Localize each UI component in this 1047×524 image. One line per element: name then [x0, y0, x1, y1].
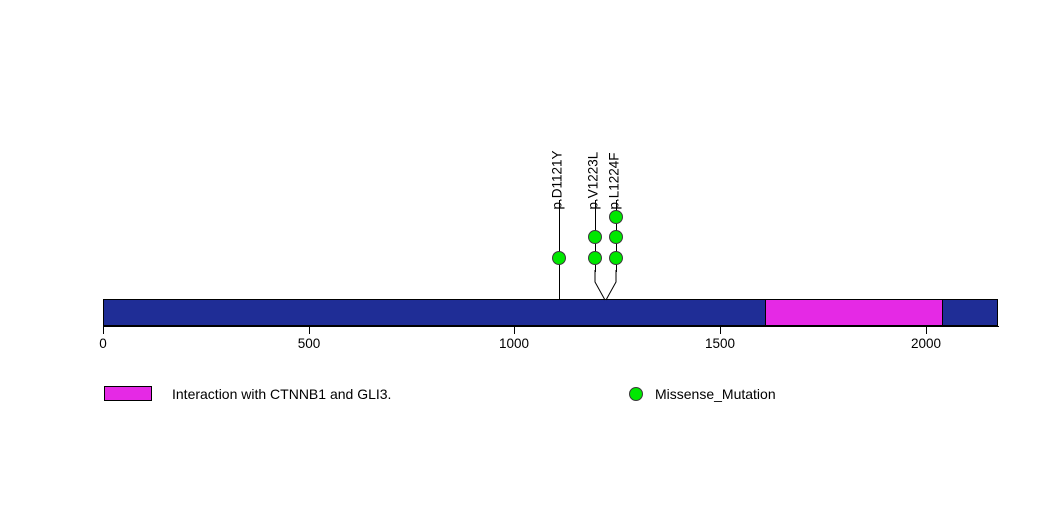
axis-tick-label-0: 0: [99, 336, 107, 351]
lollipop-connector-l1224f: [605, 270, 617, 301]
lollipop-dot-l1224f-2[interactable]: [609, 230, 623, 244]
domain-interaction-ctnnb1-gli3[interactable]: [765, 299, 943, 326]
legend-marker-missense-icon[interactable]: [629, 387, 643, 401]
axis-tick-label-500: 500: [297, 336, 321, 351]
lollipop-dot-d1121y-1[interactable]: [552, 251, 566, 265]
axis-tick-label-1000: 1000: [498, 336, 530, 351]
legend-label-missense: Missense_Mutation: [655, 386, 776, 402]
lollipop-dot-l1224f-3[interactable]: [609, 210, 623, 224]
lollipop-label-d1121y: p.D1121Y: [549, 150, 565, 210]
axis-tick-label-1500: 1500: [704, 336, 736, 351]
axis-tick-1000: [514, 326, 515, 334]
lollipop-dot-l1224f-1[interactable]: [609, 251, 623, 265]
lollipop-dot-v1223l-1[interactable]: [588, 251, 602, 265]
legend-label-domain: Interaction with CTNNB1 and GLI3.: [172, 386, 392, 402]
lollipop-connector-v1223l: [594, 270, 606, 301]
legend-swatch-domain[interactable]: [104, 386, 152, 401]
axis-tick-500: [309, 326, 310, 334]
axis-tick-2000: [926, 326, 927, 334]
axis-tick-label-2000: 2000: [910, 336, 942, 351]
axis-tick-1500: [720, 326, 721, 334]
lollipop-dot-v1223l-2[interactable]: [588, 230, 602, 244]
lollipop-label-l1224f: p.L1224F: [606, 152, 622, 210]
lollipop-stem-d1121y: [559, 200, 560, 300]
lollipop-label-v1223l: p.V1223L: [585, 151, 601, 210]
axis-tick-0: [103, 326, 104, 334]
axis-line: [103, 326, 999, 327]
